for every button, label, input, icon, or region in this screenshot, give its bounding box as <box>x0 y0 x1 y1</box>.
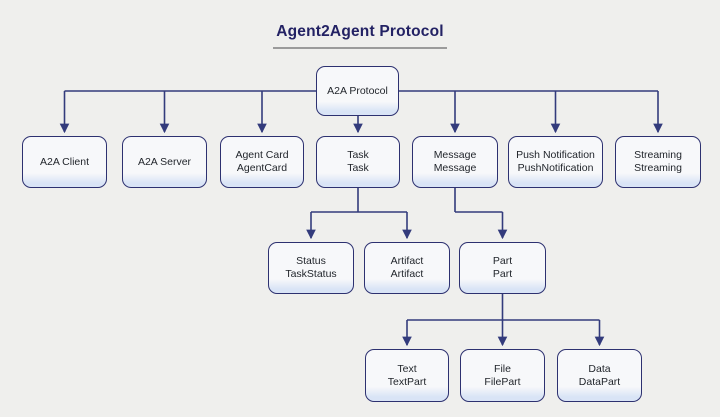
node-a2a-protocol: A2A Protocol <box>316 66 399 116</box>
edge-bus-task <box>311 188 407 213</box>
node-artifact-label: Artifact <box>390 268 424 280</box>
node-push-notification-label: Push Notification <box>516 149 595 161</box>
node-agent-card-label: AgentCard <box>236 162 288 174</box>
diagram-title-wrap: Agent2Agent Protocol <box>0 23 720 49</box>
edge-bus-message <box>454 188 503 213</box>
node-data-label: Data <box>588 362 611 375</box>
node-status-label: Status <box>296 255 326 267</box>
node-data-label: DataPart <box>578 375 621 388</box>
node-part-label: Part <box>492 255 513 267</box>
node-part-label: Part <box>492 268 513 280</box>
node-message-label: Message <box>433 149 477 161</box>
node-file-label: FilePart <box>484 375 521 388</box>
node-message-label: Message <box>433 162 477 174</box>
diagram-title: Agent2Agent Protocol <box>273 23 447 49</box>
node-artifact-label: Artifact <box>390 255 424 267</box>
edge-bus-part <box>407 294 600 321</box>
node-task-label: Task <box>347 162 369 174</box>
node-a2a-client-label: A2A Client <box>39 155 90 168</box>
node-status-label: TaskStatus <box>285 268 337 280</box>
node-a2a-client: A2A Client <box>22 136 107 188</box>
node-agent-card-label: Agent Card <box>235 149 289 161</box>
node-a2a-protocol-label: A2A Protocol <box>327 84 388 97</box>
node-streaming-label: Streaming <box>634 162 682 174</box>
node-text-label: Text <box>397 362 417 375</box>
node-a2a-server: A2A Server <box>122 136 207 188</box>
node-task-label: Task <box>347 149 369 161</box>
node-a2a-server-label: A2A Server <box>137 155 192 168</box>
node-streaming-label: Streaming <box>634 149 682 161</box>
node-text-label: TextPart <box>387 375 427 388</box>
node-file-label: File <box>494 362 511 375</box>
node-push-notification-label: PushNotification <box>517 162 594 174</box>
